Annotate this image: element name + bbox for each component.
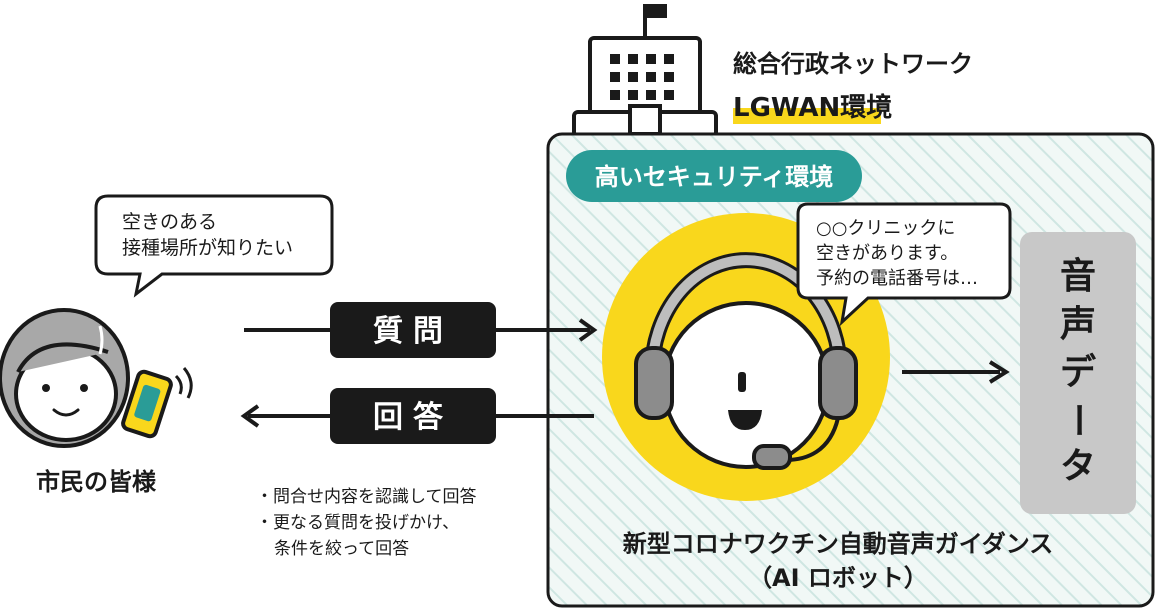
voice-char-2: 声 bbox=[1060, 304, 1096, 345]
voice-char-5: タ bbox=[1060, 446, 1096, 487]
security-badge-label: 高いセキュリティ環境 bbox=[595, 163, 834, 191]
network-env-label: LGWAN環境 bbox=[733, 92, 892, 123]
robot-headset-icon bbox=[634, 252, 858, 470]
voice-arrow-head bbox=[988, 360, 1010, 384]
voice-char-4: ー bbox=[1057, 402, 1098, 438]
robot-bubble-line2: 空きがあります。 bbox=[816, 243, 958, 264]
robot-title-line1: 新型コロナワクチン自動音声ガイダンス bbox=[623, 530, 1054, 558]
citizen-speech-bubble bbox=[94, 194, 334, 298]
robot-title-line2: （AI ロボット） bbox=[748, 564, 928, 592]
voice-data-label: 音 声 デ ー タ bbox=[1057, 256, 1098, 487]
citizen-bubble-line2: 接種場所が知りたい bbox=[122, 237, 293, 259]
citizen-bubble-line1: 空きのある bbox=[122, 211, 217, 233]
government-building-icon bbox=[572, 4, 718, 138]
citizen-avatar-icon bbox=[0, 308, 130, 448]
voice-data-box bbox=[1020, 232, 1136, 514]
note-line2: ・更なる質問を投げかけ、 bbox=[256, 513, 459, 533]
voice-char-3: デ bbox=[1060, 351, 1097, 393]
answer-arrow bbox=[240, 388, 594, 444]
citizen-label: 市民の皆様 bbox=[36, 468, 157, 496]
voice-char-1: 音 bbox=[1060, 256, 1096, 297]
robot-speech-bubble bbox=[796, 202, 1012, 327]
note-line3: 条件を絞って回答 bbox=[274, 539, 409, 559]
robot-bubble-line3: 予約の電話番号は… bbox=[816, 268, 978, 289]
highlight-marker bbox=[733, 108, 881, 124]
security-badge bbox=[566, 150, 862, 202]
smartphone-icon bbox=[121, 367, 193, 439]
robot-bubble-line1: ○○クリニックに bbox=[816, 218, 955, 239]
answer-label: 回答 bbox=[373, 400, 453, 435]
question-label: 質問 bbox=[373, 314, 453, 349]
question-arrow bbox=[244, 302, 598, 358]
network-name-label: 総合行政ネットワーク bbox=[733, 50, 973, 78]
note-line1: ・問合せ内容を認識して回答 bbox=[256, 487, 477, 507]
